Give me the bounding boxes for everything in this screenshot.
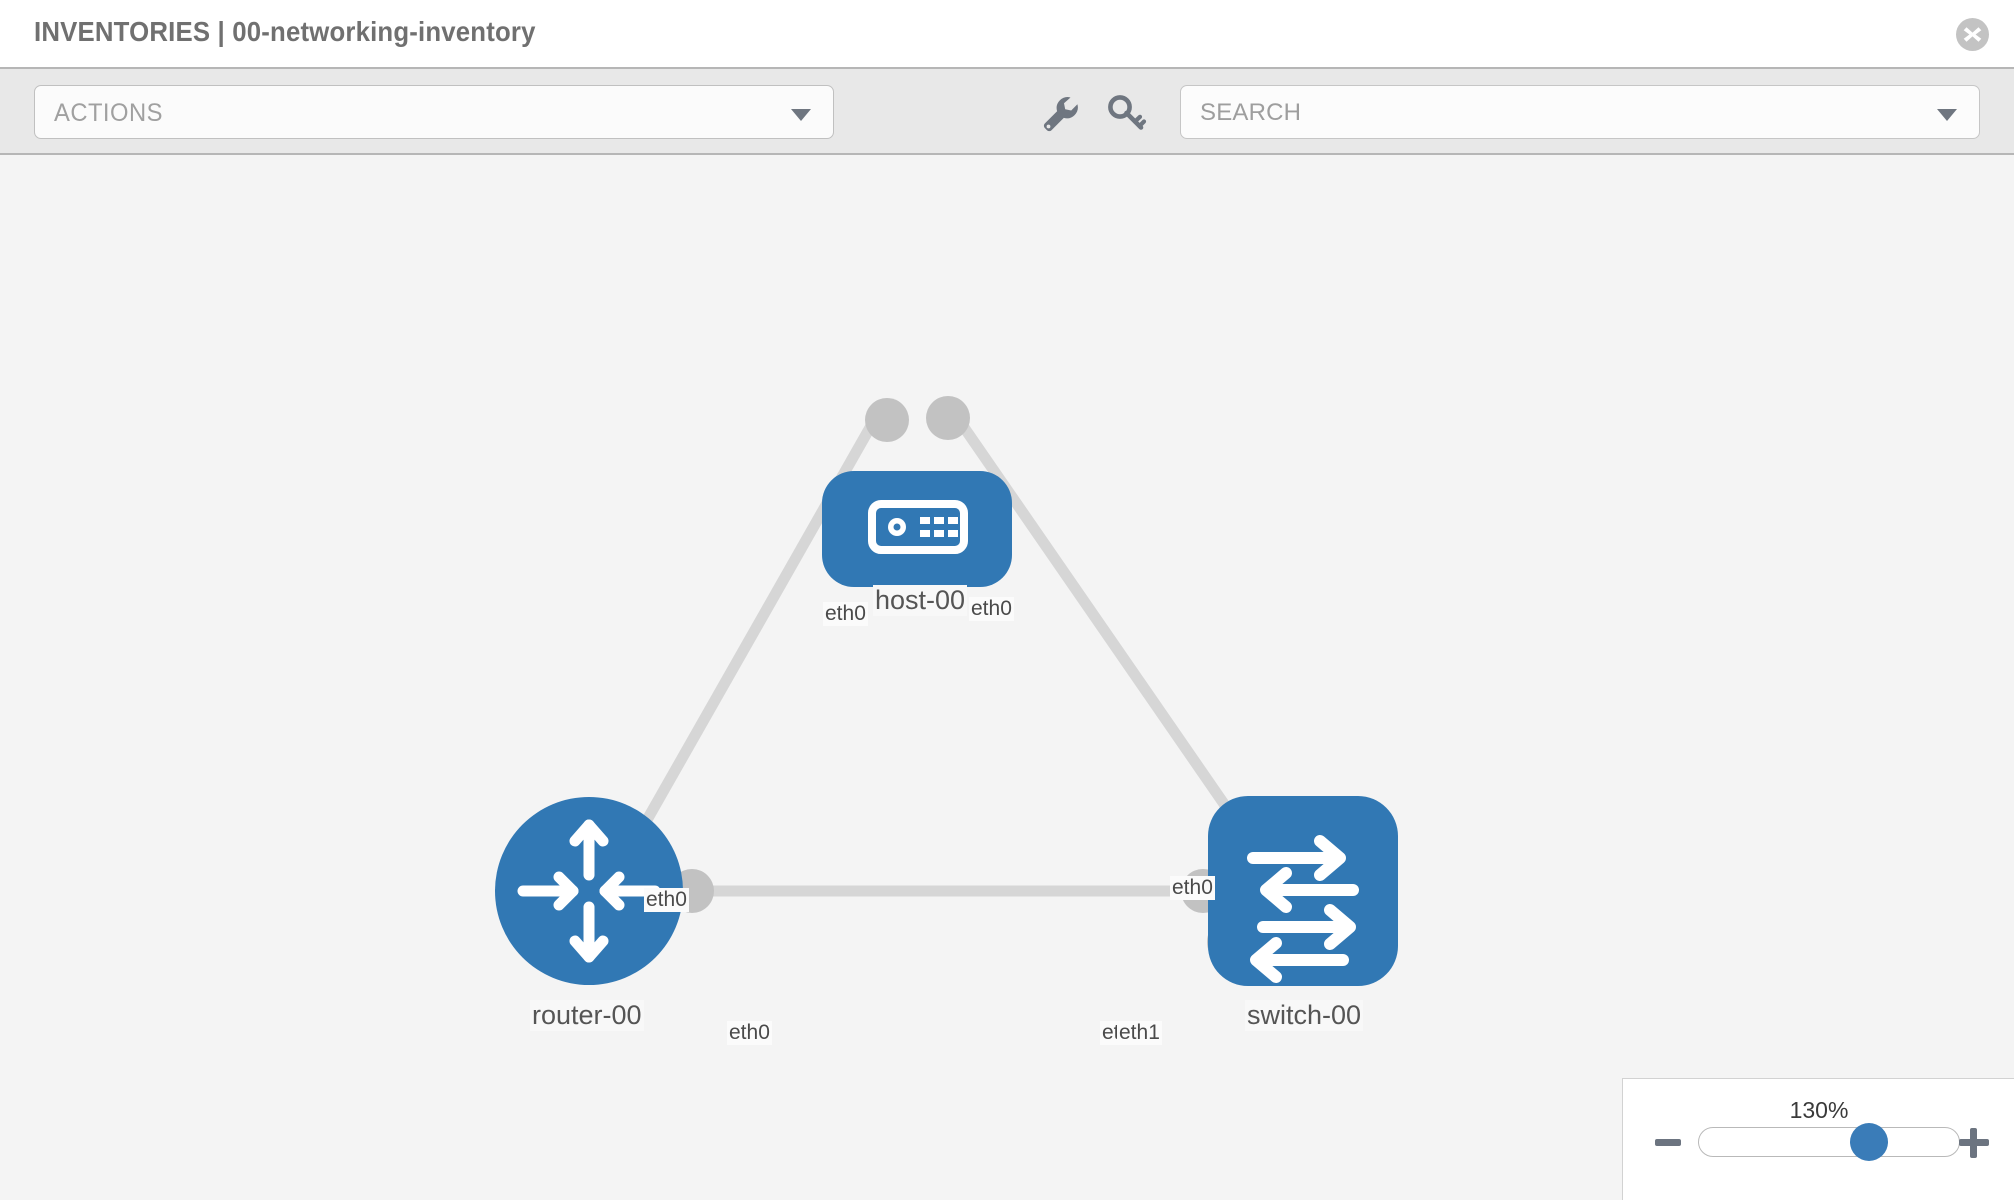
iface-label-switch-eth1: eth1 [1117, 1021, 1162, 1045]
node-router-00-shape [495, 797, 683, 985]
actions-dropdown[interactable]: ACTIONS [34, 85, 834, 139]
zoom-slider-thumb[interactable] [1850, 1123, 1888, 1161]
server-icon [868, 500, 968, 554]
node-host-00-shape [822, 471, 1012, 587]
node-host-00 [822, 471, 1012, 587]
connector-host-left [865, 398, 909, 442]
close-icon[interactable] [1956, 18, 1989, 51]
iface-label-router-uplink: eth0 [644, 888, 689, 912]
node-label-host-00: host-00 [873, 585, 968, 616]
router-arrows-icon [517, 819, 661, 963]
iface-label-host-left: eth0 [823, 602, 868, 626]
node-switch-00 [1208, 796, 1398, 986]
search-input[interactable]: SEARCH [1180, 85, 1980, 139]
plus-icon[interactable] [1959, 1128, 1989, 1158]
zoom-slider-track[interactable] [1698, 1127, 1960, 1157]
node-label-router-00: router-00 [530, 1000, 644, 1031]
node-router-00 [495, 797, 683, 985]
topology-graph [495, 396, 1398, 986]
chevron-down-icon [791, 109, 811, 121]
actions-dropdown-label: ACTIONS [54, 99, 163, 127]
switch-arrows-icon [1247, 835, 1359, 983]
toolbar: ACTIONS SEARCH [0, 69, 2014, 155]
key-icon[interactable] [1105, 91, 1149, 135]
minus-icon[interactable] [1655, 1139, 1681, 1146]
iface-label-switch-uplink: eth0 [1170, 876, 1215, 900]
zoom-percentage: 130% [1789, 1097, 1849, 1123]
page-header: INVENTORIES | 00-networking-inventory [0, 0, 2014, 69]
topology-canvas[interactable]: host-00 router-00 switch-00 eth0 eth0 et… [0, 155, 2014, 1200]
search-placeholder: SEARCH [1200, 99, 1302, 126]
iface-label-host-right: eth0 [969, 597, 1014, 621]
connector-host-right [926, 396, 970, 440]
search-chevron-down-icon[interactable] [1937, 109, 1957, 121]
iface-label-router-eth0: eth0 [727, 1021, 772, 1045]
page-title: INVENTORIES | 00-networking-inventory [34, 16, 536, 47]
wrench-icon[interactable] [1037, 91, 1081, 135]
zoom-control-panel: 130% [1622, 1078, 2014, 1200]
node-label-switch-00: switch-00 [1245, 1000, 1364, 1031]
